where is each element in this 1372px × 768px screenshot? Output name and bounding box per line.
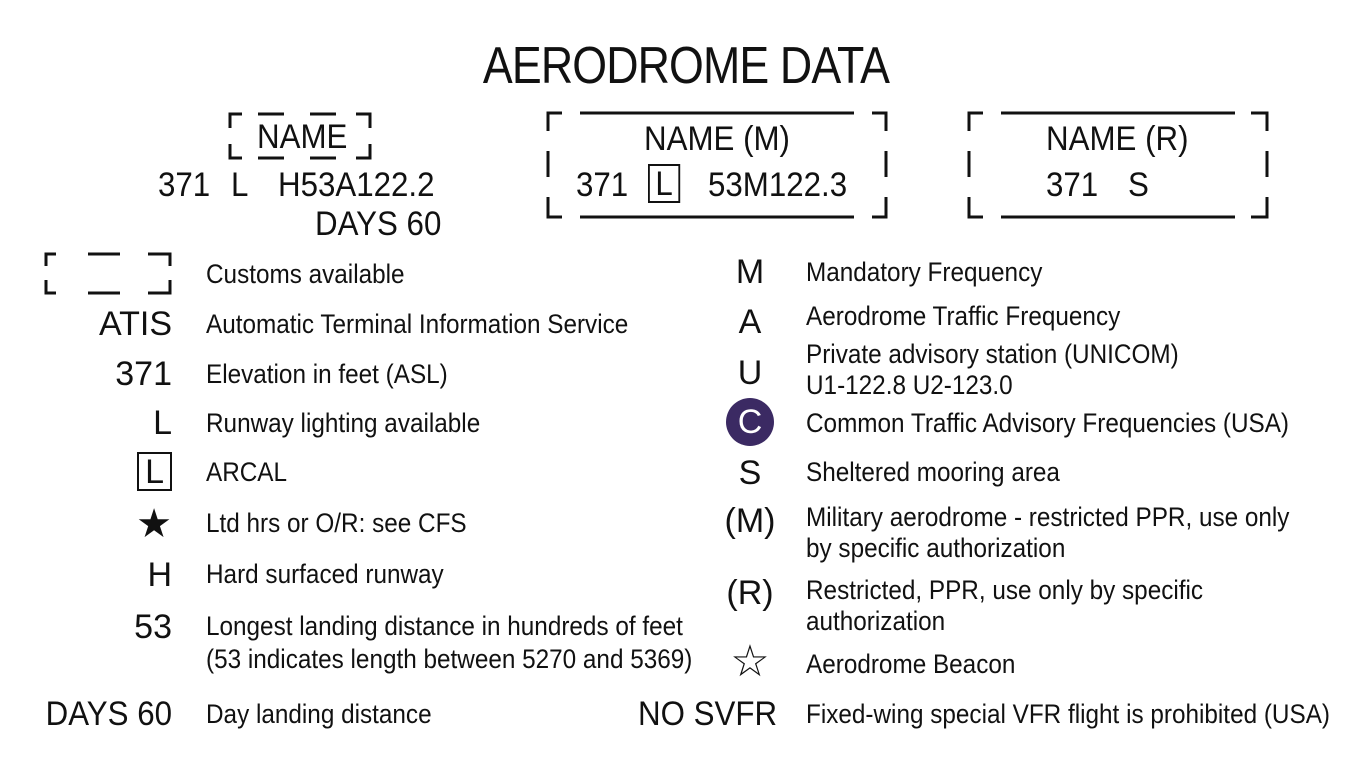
example-customs-lighting: L [231, 166, 249, 204]
legend-hard-surface-symbol: H [147, 556, 172, 594]
legend-days-text: Day landing distance [206, 699, 432, 729]
legend-limited-hours-text: Ltd hrs or O/R: see CFS [206, 508, 467, 538]
legend-hard-surface-text: Hard surfaced runway [206, 559, 444, 589]
outline-star-icon: ☆ [730, 637, 770, 686]
legend-mooring-symbol: S [738, 454, 762, 492]
example-restricted-name: NAME (R) [1046, 120, 1189, 158]
legend-landing-distance-symbol: 53 [134, 608, 172, 646]
legend-mandatory-symbol: M [735, 253, 765, 291]
customs-dashed-box-icon [44, 252, 172, 295]
example-customs-elevation: 371 [158, 166, 211, 204]
legend-restricted-text: Restricted, PPR, use only by specific [806, 575, 1204, 605]
legend-beacon-text: Aerodrome Beacon [806, 649, 1016, 679]
legend-restricted-text2: authorization [806, 606, 946, 636]
legend-landing-distance-text2: (53 indicates length between 5270 and 53… [206, 644, 693, 674]
legend-lighting-text: Runway lighting available [206, 408, 481, 438]
page-title: AERODROME DATA [482, 37, 890, 95]
legend-military-symbol: (M) [724, 502, 776, 540]
legend-military-text: Military aerodrome - restricted PPR, use… [806, 502, 1290, 532]
example-military-name: NAME (M) [644, 120, 790, 158]
legend-unicom-text: Private advisory station (UNICOM) [806, 339, 1179, 369]
customs-dashed-frame [228, 112, 372, 160]
legend-days-symbol: DAYS 60 [45, 695, 172, 733]
example-restricted-code: S [1128, 166, 1149, 204]
restricted-frame [967, 111, 1269, 219]
example-customs-code: H53A122.2 [278, 166, 435, 204]
legend-atf-symbol: A [738, 303, 762, 341]
ctaf-circle-icon: C [726, 398, 774, 446]
example-customs-name: NAME [257, 118, 348, 156]
military-frame [546, 111, 888, 219]
legend-elevation-text: Elevation in feet (ASL) [206, 359, 448, 389]
legend-ctaf-text: Common Traffic Advisory Frequencies (USA… [806, 408, 1290, 438]
example-military-elevation: 371 [576, 166, 629, 204]
legend-no-svfr-symbol: NO SVFR [638, 695, 778, 733]
legend-atis-text: Automatic Terminal Information Service [206, 309, 629, 339]
legend-atis-symbol: ATIS [98, 305, 172, 343]
legend-mooring-text: Sheltered mooring area [806, 457, 1060, 487]
legend-landing-distance-text: Longest landing distance in hundreds of … [206, 611, 683, 641]
legend-military-text2: by specific authorization [806, 533, 1066, 563]
legend-elevation-symbol: 371 [115, 355, 172, 393]
example-restricted-elevation: 371 [1046, 166, 1099, 204]
legend-arcal-text: ARCAL [206, 457, 288, 487]
example-military-code: 53M122.3 [708, 166, 848, 204]
legend-customs-text: Customs available [206, 259, 405, 289]
legend-unicom-text2: U1-122.8 U2-123.0 [806, 370, 1013, 400]
legend-mandatory-text: Mandatory Frequency [806, 257, 1043, 287]
legend-lighting-symbol: L [153, 404, 172, 442]
legend-restricted-symbol: (R) [726, 574, 774, 612]
legend-atf-text: Aerodrome Traffic Frequency [806, 301, 1121, 331]
legend-unicom-symbol: U [737, 354, 763, 392]
example-customs-days: DAYS 60 [315, 205, 442, 243]
black-star-icon: ★ [136, 502, 172, 546]
legend-arcal-symbol: L [2, 452, 172, 491]
legend-no-svfr-text: Fixed-wing special VFR flight is prohibi… [806, 699, 1330, 729]
example-military-arcal: L [648, 164, 681, 203]
